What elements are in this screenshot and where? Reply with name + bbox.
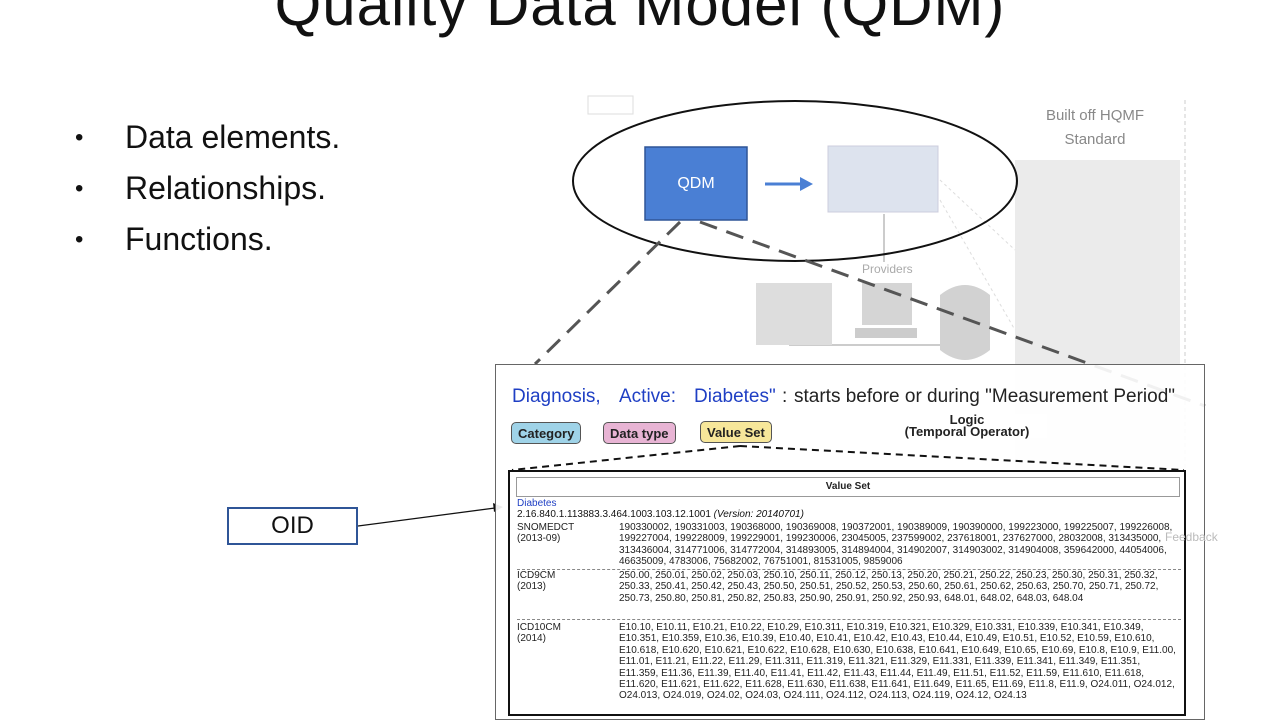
computer-base-icon [855, 328, 917, 338]
slide-title: Quality Data Model (QDM) [274, 0, 1006, 38]
code-system-name: ICD9CM [517, 570, 556, 581]
code-system-name: SNOMEDCT [517, 522, 575, 533]
oid-pointer-line [357, 507, 496, 527]
bullet-text: Data elements. [125, 119, 341, 155]
code-list: 190330002, 190331003, 190368000, 1903690… [619, 522, 1173, 568]
category-tag: Category [511, 422, 582, 444]
value-set-name: Diabetes [517, 498, 557, 509]
data-type-tag: Data type [603, 422, 676, 444]
people-icon [756, 283, 832, 345]
table-row: SNOMEDCT(2013-09) 190330002, 190331003, … [517, 522, 1181, 570]
feedback-label: Feedback [1165, 530, 1218, 544]
qdm-box-label: QDM [677, 174, 715, 192]
database-icon [940, 285, 990, 360]
hqmf-caption: Built off HQMF Standard [1020, 104, 1170, 152]
code-system-version: (2013-09) [517, 533, 561, 544]
logic-caption: Logic (Temporal Operator) [887, 412, 1047, 439]
code-system-version: (2014) [517, 633, 546, 644]
zoom-dashed-line [699, 220, 1206, 408]
faded-small-box [587, 95, 634, 115]
value-set-oid: 2.16.840.1.113883.3.464.1003.103.12.1001 [517, 509, 711, 520]
criterion-category: Diagnosis, [512, 386, 601, 407]
logic-caption-line: Logic [949, 412, 985, 427]
code-list: 250.00, 250.01, 250.02, 250.03, 250.10, … [619, 570, 1159, 604]
bullet-text: Relationships. [125, 170, 326, 206]
value-set-oid-line: 2.16.840.1.113883.3.464.1003.103.12.1001… [517, 509, 804, 520]
providers-label: Providers [862, 262, 913, 276]
oid-callout: OID [227, 507, 358, 545]
code-system: ICD10CM(2014) [517, 622, 612, 644]
code-system-name: ICD10CM [517, 622, 561, 633]
qdm-arrow-head-icon [800, 177, 813, 191]
faded-dash-line [939, 179, 1016, 251]
qdm-ellipse [572, 100, 1018, 262]
bullet-dot-icon: • [75, 123, 84, 151]
code-list: E10.10, E10.11, E10.21, E10.22, E10.29, … [619, 622, 1176, 702]
hqmf-caption-line: Standard [1064, 131, 1126, 148]
zoom-dashed-line [533, 220, 682, 366]
value-set-header: Value Set [516, 477, 1180, 497]
table-row: ICD9CM(2013) 250.00, 250.01, 250.02, 250… [517, 570, 1181, 620]
value-set-version: (Version: 20140701) [713, 509, 804, 520]
bullet-item: • Functions. [75, 214, 340, 265]
table-row: ICD10CM(2014) E10.10, E10.11, E10.21, E1… [517, 622, 1181, 714]
criterion-data-type: Active: [619, 386, 677, 407]
bullet-item: • Data elements. [75, 112, 340, 163]
bullet-dot-icon: • [75, 174, 84, 202]
value-set-tag: Value Set [700, 421, 772, 443]
bullet-item: • Relationships. [75, 163, 340, 214]
bullet-dot-icon: • [75, 225, 84, 253]
logic-caption-line: (Temporal Operator) [904, 424, 1030, 439]
value-set-table: Value Set Diabetes 2.16.840.1.113883.3.4… [508, 470, 1186, 716]
criterion-value-set: Diabetes" [694, 386, 776, 407]
bullet-text: Functions. [125, 221, 273, 257]
criterion-colon: : [782, 386, 788, 407]
code-system: ICD9CM(2013) [517, 570, 612, 592]
faded-dash-line [939, 199, 1016, 331]
bullet-list: • Data elements. • Relationships. • Functio… [75, 112, 340, 265]
specification-doc-shape [827, 145, 939, 213]
qdm-box-shape [644, 146, 748, 221]
criterion-logic: starts before or during "Measurement Per… [794, 386, 1176, 407]
code-system: SNOMEDCT(2013-09) [517, 522, 612, 544]
hqmf-caption-line: Built off HQMF [1045, 107, 1145, 124]
code-system-version: (2013) [517, 581, 546, 592]
